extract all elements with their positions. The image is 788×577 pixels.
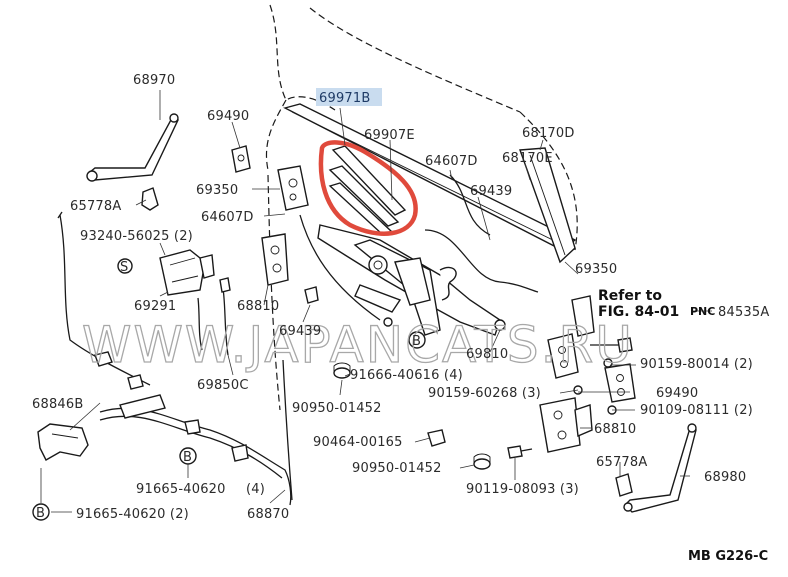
- bracket-68846b: [37, 423, 89, 461]
- clip-65778a-right: [615, 473, 633, 497]
- symbol-b-91665-b: [32, 503, 50, 521]
- outside-handle-rod-68980: [623, 423, 697, 513]
- door-lock-69350-top: [277, 165, 309, 211]
- label-90950-01452-lower[interactable]: 90950-01452: [352, 461, 442, 476]
- label-91666-40616[interactable]: 91666-40616 (4): [350, 368, 463, 383]
- bolt-90119: [507, 445, 533, 459]
- control-cables: [299, 174, 539, 321]
- inside-handle-rod-68970: [86, 113, 179, 182]
- refer-to-note: Refer to: [598, 288, 662, 304]
- label-91665-qty-a: (4): [246, 482, 265, 497]
- diagram-reference-code: MB G226-C: [688, 549, 768, 564]
- inside-handle-69291: [159, 249, 215, 296]
- rod-69850c: [197, 277, 231, 356]
- grommet-90950-lower: [473, 453, 491, 470]
- label-68170e[interactable]: 68170E: [502, 151, 553, 166]
- label-69439-left[interactable]: 69439: [279, 324, 321, 339]
- label-90159-60268[interactable]: 90159-60268 (3): [428, 386, 541, 401]
- clip-90464: [427, 429, 446, 447]
- label-90950-01452-upper[interactable]: 90950-01452: [292, 401, 382, 416]
- label-93240-56025[interactable]: 93240-56025 (2): [80, 229, 193, 244]
- label-69907e[interactable]: 69907E: [364, 128, 415, 143]
- label-69810[interactable]: 69810: [466, 347, 508, 362]
- label-69850c[interactable]: 69850C: [197, 378, 249, 393]
- label-64607d-left[interactable]: 64607D: [201, 210, 254, 225]
- label-69971b[interactable]: 69971B: [319, 91, 370, 106]
- label-68980[interactable]: 68980: [704, 470, 746, 485]
- watermark-text: WWW.JAPANCATS.RU: [82, 316, 634, 374]
- label-84535a[interactable]: 84535A: [718, 305, 769, 320]
- door-hinge-69350-right: [547, 295, 633, 379]
- label-69439-right[interactable]: 69439: [470, 184, 512, 199]
- label-69291[interactable]: 69291: [134, 299, 176, 314]
- fig-reference-link[interactable]: FIG. 84-01: [598, 304, 679, 320]
- clip-65778a-left: [141, 187, 159, 211]
- label-90119-08093[interactable]: 90119-08093 (3): [466, 482, 579, 497]
- label-68870[interactable]: 68870: [247, 507, 289, 522]
- label-91665-40620-a[interactable]: 91665-40620: [136, 482, 226, 497]
- symbol-b-letter-91665-a: B: [183, 450, 192, 465]
- label-69490-top[interactable]: 69490: [207, 109, 249, 124]
- label-90109-08111[interactable]: 90109-08111 (2): [640, 403, 753, 418]
- label-69350-top[interactable]: 69350: [196, 183, 238, 198]
- label-68970[interactable]: 68970: [133, 73, 175, 88]
- label-65778a-right[interactable]: 65778A: [596, 455, 647, 470]
- window-regulator: [317, 224, 506, 336]
- label-91665-40620-b[interactable]: 91665-40620 (2): [76, 507, 189, 522]
- symbol-s-letter: S: [120, 260, 128, 275]
- door-hinge-68810-upper: [261, 233, 289, 286]
- label-68170d[interactable]: 68170D: [522, 126, 575, 141]
- clip-69439-mid: [304, 286, 319, 304]
- label-90464-00165[interactable]: 90464-00165: [313, 435, 403, 450]
- symbol-s-93240: [117, 258, 133, 274]
- leader-lines: [40, 90, 712, 513]
- label-69350-right[interactable]: 69350: [575, 262, 617, 277]
- label-90159-80014[interactable]: 90159-80014 (2): [640, 357, 753, 372]
- clip-69490-top: [231, 145, 251, 173]
- symbol-b-letter-91665-b: B: [36, 506, 45, 521]
- window-channel-assembly: [283, 103, 577, 264]
- highlight-callout-oval: [318, 140, 418, 236]
- label-68810-lower[interactable]: 68810: [594, 422, 636, 437]
- label-68810-upper[interactable]: 68810: [237, 299, 279, 314]
- door-hinge-68810-lower: [539, 397, 593, 453]
- symbol-b-letter-91666: B: [412, 334, 421, 349]
- symbol-b-91666: [408, 331, 426, 349]
- label-68846b[interactable]: 68846B: [32, 397, 83, 412]
- door-check-rod-68870: [99, 359, 293, 506]
- label-69490-right[interactable]: 69490: [656, 386, 698, 401]
- pnc-prefix: PNC: [690, 305, 715, 318]
- long-control-rod: [57, 211, 151, 390]
- label-64607d-right[interactable]: 64607D: [425, 154, 478, 169]
- label-highlight-69971b: [316, 88, 382, 106]
- door-outline: [265, 4, 578, 411]
- label-65778a-left[interactable]: 65778A: [70, 199, 121, 214]
